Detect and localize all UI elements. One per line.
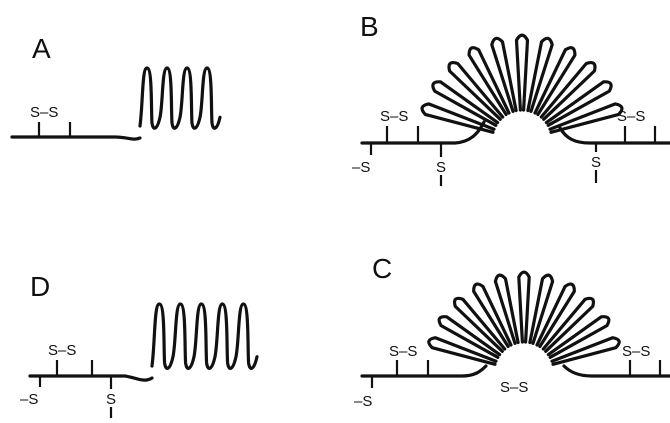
panel-a-disulfide-label: S–S [30,104,58,121]
panel-b-backbone-right [558,126,670,145]
panel-b-disulfide-left: S–S [380,108,408,125]
panel-b-thiol-mid: S [436,159,446,176]
panel-b-thiol-left: –S [352,159,370,176]
panel-d-helix [150,302,259,370]
panel-d-disulfide-label: S–S [48,342,76,359]
panel-b-fan-loops [420,33,624,134]
panel-a-letter: A [32,33,51,64]
panel-d-thiol-mid: S [106,391,116,408]
panel-d-thiol-left: –S [20,391,38,408]
panel-c-disulfide-left: S–S [389,343,417,360]
panel-c-backbone-right [562,364,670,378]
panel-c: C S–S S–S –S S–S [354,253,670,410]
panel-c-backbone-left [360,364,488,378]
panel-c-letter: C [372,253,392,284]
panel-d-backbone [28,374,154,382]
panel-d: D S–S –S S [20,271,259,418]
panel-b: B S–S S–S –S S S [352,11,670,186]
panel-b-letter: B [360,11,379,42]
panel-b-thiol-right: S [591,154,601,171]
panel-b-disulfide-right: S–S [617,108,645,125]
panel-a: A S–S [10,33,222,141]
panel-c-thiol-left: –S [354,393,372,410]
panel-d-letter: D [30,271,50,302]
panel-a-helix [138,66,222,130]
panel-c-fan-loops [427,270,621,366]
panel-a-backbone [10,135,142,141]
panel-c-disulfide-right: S–S [622,343,650,360]
panel-c-loop-disulfide: S–S [500,379,528,396]
